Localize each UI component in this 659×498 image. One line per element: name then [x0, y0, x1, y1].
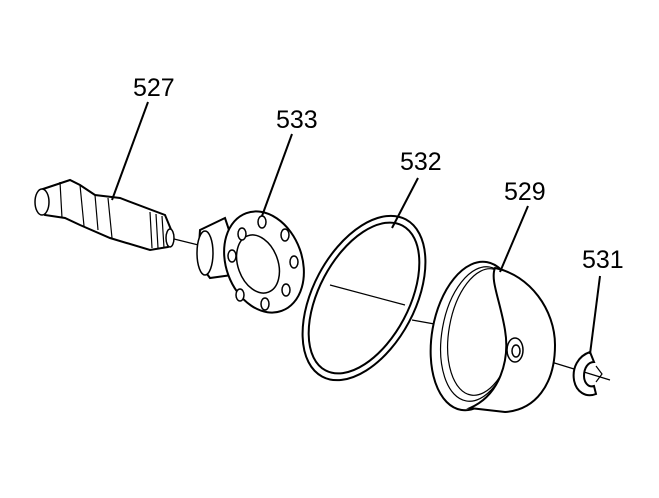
leader-line-531 — [589, 275, 601, 355]
label-533: 533 — [276, 106, 318, 134]
label-531: 531 — [582, 246, 624, 274]
flange-bolt-holes — [227, 215, 299, 311]
label-532: 532 — [400, 148, 442, 176]
flange-part — [196, 210, 305, 314]
leader-line-527 — [111, 101, 149, 201]
o-ring-part — [301, 214, 427, 382]
snap-clip-part — [572, 350, 603, 397]
piston-part — [429, 260, 557, 414]
leader-line-532 — [391, 177, 419, 229]
shaft-part — [34, 178, 175, 252]
leader-line-529 — [499, 205, 529, 273]
leader-line-533 — [261, 133, 293, 217]
label-529: 529 — [504, 178, 546, 206]
label-527: 527 — [133, 74, 175, 102]
